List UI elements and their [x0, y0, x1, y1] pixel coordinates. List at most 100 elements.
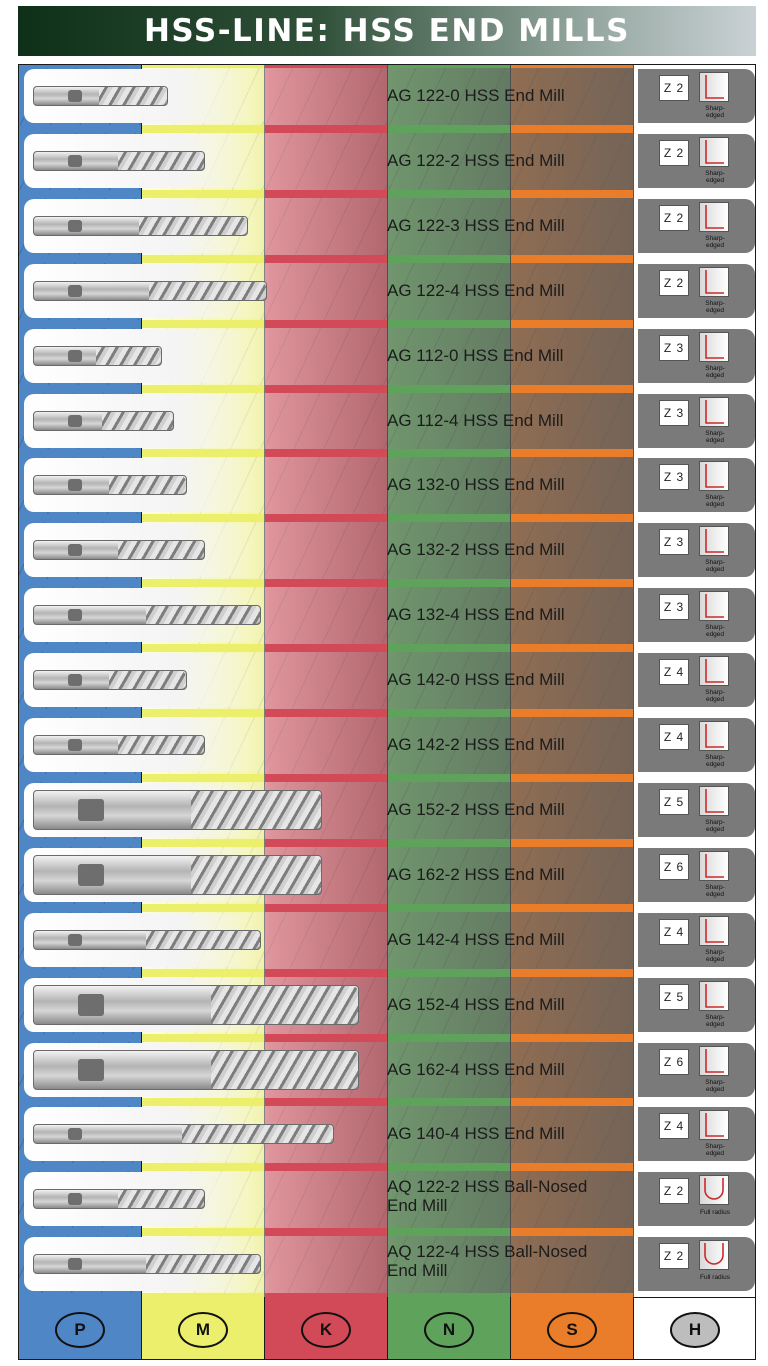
color-stripe-M [142, 1293, 264, 1302]
shank-flat [78, 1058, 104, 1081]
edge-caption: Full radius [700, 1209, 730, 1217]
shank-flat [78, 863, 104, 886]
title-bar: HSS-LINE: HSS END MILLS [18, 6, 756, 56]
color-stripe-N [388, 1228, 510, 1237]
color-stripe-S [511, 1228, 633, 1237]
material-group-M[interactable]: M [178, 1312, 228, 1348]
flute-count-badge: Z 4 [659, 918, 689, 945]
color-stripe-N [388, 644, 510, 653]
color-stripe-P [19, 773, 141, 782]
flute-section [109, 476, 186, 495]
product-name: AG 122-2 HSS End Mill [387, 150, 565, 170]
product-name: AG 162-2 HSS End Mill [387, 864, 565, 884]
color-stripe-M [142, 1033, 264, 1042]
spec-panel [638, 133, 755, 188]
product-name: AG 152-2 HSS End Mill [387, 799, 565, 819]
color-stripe-P [19, 838, 141, 847]
material-group-K[interactable]: K [301, 1312, 351, 1348]
end-mill-image [33, 789, 322, 830]
color-stripe-N [388, 65, 510, 68]
edge-caption: Sharp- edged [705, 429, 725, 444]
material-group-N[interactable]: N [424, 1312, 474, 1348]
color-stripe-S [511, 644, 633, 653]
color-stripe-S [511, 709, 633, 717]
color-stripe-N [388, 1163, 510, 1172]
color-stripe-N [388, 254, 510, 263]
color-stripe-S [511, 254, 633, 263]
material-group-H[interactable]: H [670, 1312, 720, 1348]
sharp-edge-icon [699, 396, 729, 427]
edge-caption: Sharp- edged [705, 299, 725, 314]
end-mill-image [33, 1124, 334, 1145]
color-stripe-S [511, 65, 633, 68]
color-stripe-K [265, 1163, 387, 1172]
color-stripe-K [265, 514, 387, 523]
edge-caption: Sharp- edged [705, 883, 725, 898]
product-name: AG 122-3 HSS End Mill [387, 215, 565, 235]
sharp-edge-icon [699, 331, 729, 362]
color-stripe-S [511, 903, 633, 912]
color-stripe-N [388, 773, 510, 782]
color-stripe-N [388, 124, 510, 133]
color-stripe-K [265, 773, 387, 782]
product-name: AG 140-4 HSS End Mill [387, 1124, 565, 1144]
spec-panel [638, 588, 755, 643]
material-group-S[interactable]: S [547, 1312, 597, 1348]
end-mill-image [33, 670, 187, 691]
flute-section [118, 541, 204, 560]
color-stripe-P [19, 1098, 141, 1107]
color-stripe-P [19, 1033, 141, 1042]
color-stripe-N [388, 579, 510, 588]
sharp-edge-icon [699, 461, 729, 492]
color-stripe-S [511, 968, 633, 977]
flute-count-badge: Z 2 [659, 1243, 689, 1270]
end-mill-image [33, 150, 205, 171]
spec-panel [638, 782, 755, 837]
spec-panel [638, 847, 755, 902]
color-stripe-M [142, 644, 264, 653]
color-stripe-P [19, 968, 141, 977]
spec-panel [638, 1042, 755, 1097]
shank-flat [78, 993, 104, 1016]
flute-section [191, 855, 321, 894]
shank-flat [68, 1193, 82, 1206]
color-stripe-K [265, 65, 387, 68]
footer-cell-H: H [634, 1297, 755, 1359]
color-stripe-M [142, 1098, 264, 1107]
spec-panel [638, 912, 755, 967]
shank-flat [68, 609, 82, 622]
sharp-edge-icon [699, 980, 729, 1011]
color-stripe-K [265, 1228, 387, 1237]
flute-count-badge: Z 6 [659, 1048, 689, 1075]
color-stripe-S [511, 514, 633, 523]
material-group-P[interactable]: P [55, 1312, 105, 1348]
color-stripe-M [142, 254, 264, 263]
color-stripe-M [142, 449, 264, 458]
spec-panel [638, 1107, 755, 1162]
edge-caption: Sharp- edged [705, 559, 725, 574]
color-stripe-N [388, 1033, 510, 1042]
color-stripe-K [265, 1293, 387, 1302]
color-stripe-N [388, 319, 510, 328]
color-stripe-S [511, 1098, 633, 1107]
product-name: AG 162-4 HSS End Mill [387, 1059, 565, 1079]
